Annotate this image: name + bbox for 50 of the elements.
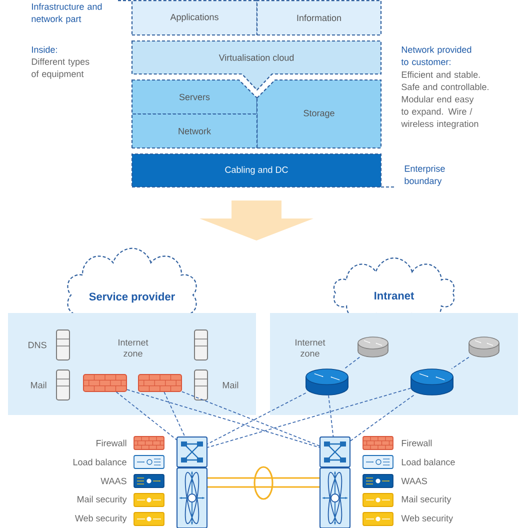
- device-label: Mail: [222, 382, 238, 388]
- layer-box: Storage: [256, 79, 382, 149]
- switch-icon: [320, 436, 350, 468]
- chassis-icon: [176, 468, 208, 528]
- firewall-icon: [138, 374, 182, 392]
- note-text: Different types of equipment: [32, 58, 90, 79]
- legend-label: Firewall: [402, 440, 432, 446]
- router-icon: [358, 336, 388, 358]
- block-arrow: [200, 200, 314, 241]
- legend-label: Web security: [75, 514, 127, 524]
- server-icon: [194, 330, 208, 360]
- note-text: Infrastructure and network part: [32, 3, 102, 24]
- legend-label: Mail security: [78, 496, 127, 504]
- switch-icon: [176, 436, 208, 468]
- connection-line: [116, 392, 177, 440]
- connection-line: [451, 356, 470, 370]
- connection-line: [182, 391, 320, 446]
- legend-label: WAAS: [100, 478, 126, 484]
- layer-box: Network: [131, 113, 258, 149]
- firewall-icon: [83, 374, 127, 392]
- layer-box: Servers: [131, 79, 258, 115]
- note-text: Efficient and stable. Safe and controllable. Modular end easy to expand. Wire / wireless integration: [401, 71, 488, 129]
- device-label: Mail: [31, 382, 46, 388]
- note-text: Inside:: [32, 46, 57, 53]
- router-icon: [306, 368, 348, 396]
- legend-label: Load balance: [74, 458, 126, 466]
- connection-line: [344, 356, 360, 370]
- legend-label: Web security: [401, 514, 454, 524]
- connection-line: [328, 394, 334, 437]
- layer-box: Cabling and DC: [131, 153, 382, 188]
- connection-line: [164, 392, 186, 437]
- router-icon: [410, 368, 454, 396]
- note-text: Enterprise boundary: [404, 165, 445, 186]
- layer-box: Information: [256, 0, 382, 36]
- chassis-icon: [320, 468, 350, 528]
- legend-label: Mail security: [402, 496, 452, 504]
- legend-label: Load balance: [402, 458, 455, 466]
- router-icon: [468, 336, 500, 358]
- legend-label: WAAS: [401, 478, 427, 484]
- legend-label: Firewall: [96, 440, 126, 446]
- note-text: Network provided to customer:: [401, 46, 472, 66]
- connection-line: [207, 388, 412, 448]
- layer-box: Applications: [131, 0, 258, 36]
- connection-line: [208, 477, 320, 479]
- connection-line: [208, 486, 320, 488]
- connection-line: [126, 389, 320, 448]
- device-label: DNS: [28, 342, 46, 348]
- layer-box: Virtualisation cloud: [131, 40, 382, 91]
- connection-line: [350, 394, 414, 442]
- connection-line: [207, 392, 306, 444]
